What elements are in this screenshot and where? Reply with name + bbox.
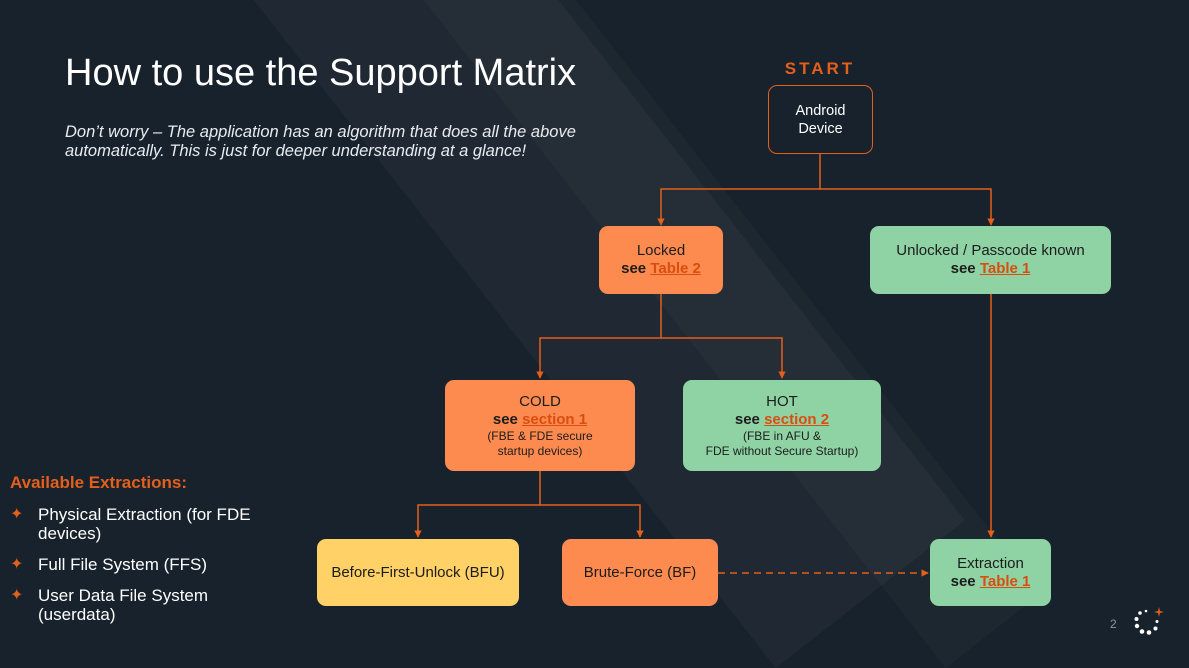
connector-cold-bf — [540, 504, 644, 538]
node-unlocked-see: see Table 1 — [951, 260, 1031, 278]
see-text: see — [734, 410, 760, 428]
node-cold-note-1: (FBE & FDE secure — [487, 428, 593, 443]
see-text: see — [950, 260, 976, 277]
node-bf-label: Brute-Force (BF) — [583, 563, 697, 581]
list-item-label: Full File System (FFS) — [38, 555, 208, 574]
node-cold: COLD see section 1 (FBE & FDE secure sta… — [445, 380, 635, 471]
list-item: ✦ Full File System (FFS) — [10, 555, 275, 574]
start-node-android-device: Android Device — [768, 85, 873, 154]
node-cold-label: COLD — [519, 392, 561, 410]
node-cold-note-2: startup devices) — [497, 443, 583, 458]
sparkle-bullet-icon: ✦ — [10, 556, 24, 573]
link-table-1[interactable]: Table 1 — [979, 260, 1031, 277]
node-hot-note-1: (FBE in AFU & — [742, 428, 822, 443]
available-extractions-list: ✦ Physical Extraction (for FDE devices) … — [10, 505, 275, 636]
start-label: START — [784, 59, 856, 78]
sparkle-bullet-icon: ✦ — [10, 506, 24, 523]
page-title: How to use the Support Matrix — [65, 52, 577, 94]
list-item: ✦ Physical Extraction (for FDE devices) — [10, 505, 275, 543]
sparkle-bullet-icon: ✦ — [10, 587, 24, 604]
see-text: see — [621, 260, 647, 277]
node-hot-see: see section 2 — [735, 411, 829, 429]
node-unlocked-label: Unlocked / Passcode known — [896, 242, 1085, 259]
node-extraction-see: see Table 1 — [951, 573, 1031, 591]
page-subtitle: Don’t worry – The application has an alg… — [65, 123, 576, 160]
node-hot-note-2: FDE without Secure Startup) — [705, 443, 859, 458]
link-table-2[interactable]: Table 2 — [650, 260, 701, 277]
node-unlocked: Unlocked / Passcode known see Table 1 — [870, 226, 1111, 294]
node-bfu-label: Before-First-Unlock (BFU) — [331, 563, 505, 581]
connector-cold-bfu — [414, 471, 541, 538]
connector-locked-cold — [536, 294, 662, 379]
list-item-label: Physical Extraction (for FDE devices) — [38, 505, 251, 543]
logo-icon — [1134, 607, 1164, 635]
page-number: 2 — [1110, 617, 1117, 631]
node-extraction-label: Extraction — [957, 554, 1024, 572]
list-item: ✦ User Data File System (userdata) — [10, 586, 275, 624]
node-cold-see: see section 1 — [493, 411, 587, 429]
node-extraction: Extraction see Table 1 — [930, 539, 1051, 606]
node-bfu: Before-First-Unlock (BFU) — [317, 539, 519, 606]
start-node-line1: Android — [795, 102, 846, 119]
available-extractions-heading: Available Extractions: — [10, 473, 187, 492]
see-text: see — [950, 572, 976, 590]
node-locked-see: see Table 2 — [621, 260, 701, 278]
list-item-label: User Data File System (userdata) — [38, 586, 209, 624]
link-section-2[interactable]: section 2 — [764, 410, 830, 428]
link-section-1[interactable]: section 1 — [522, 410, 588, 428]
node-hot-label: HOT — [766, 392, 798, 410]
node-hot: HOT see section 2 (FBE in AFU & FDE with… — [683, 380, 881, 471]
see-text: see — [492, 410, 518, 428]
node-locked: Locked see Table 2 — [599, 226, 723, 294]
connector-locked-hot — [661, 337, 786, 379]
connector-start-locked — [657, 154, 821, 226]
connector-start-unlocked — [820, 188, 995, 226]
start-node-line2: Device — [798, 120, 843, 137]
node-locked-label: Locked — [636, 242, 686, 259]
link-table-1[interactable]: Table 1 — [979, 572, 1031, 590]
node-brute-force: Brute-Force (BF) — [562, 539, 718, 606]
